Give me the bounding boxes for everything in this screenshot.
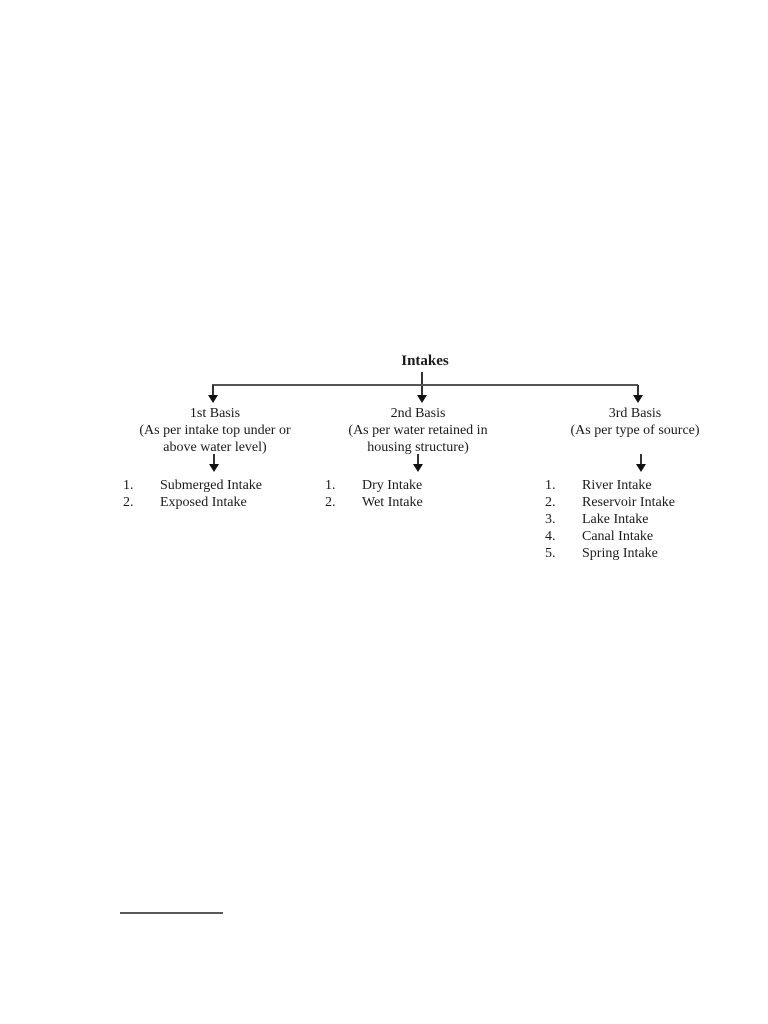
branch-desc-line: housing structure): [367, 440, 469, 455]
list-item: 1. Submerged Intake: [123, 477, 262, 494]
list-item-label: Canal Intake: [582, 529, 654, 544]
branch-desc-line: (As per water retained in: [348, 423, 488, 438]
branch3-drop-line: [637, 385, 639, 396]
list-item-number: 1.: [545, 478, 556, 493]
list-item: 2. Exposed Intake: [123, 494, 262, 511]
branch-name: 1st Basis: [189, 406, 241, 421]
branch1-list-connector-line: [213, 454, 215, 465]
branch-3rd-basis-list: 1. River Intake 2. Reservoir Intake 3. L…: [545, 477, 675, 562]
arrow-down-icon: [412, 464, 423, 472]
arrow-down-icon: [633, 395, 643, 403]
branch-1st-basis-header: 1st Basis (As per intake top under or ab…: [114, 405, 316, 456]
list-item-label: Lake Intake: [582, 512, 649, 527]
branch-name: 3rd Basis: [608, 406, 662, 421]
list-item: 1. River Intake: [545, 477, 675, 494]
list-item: 2. Wet Intake: [325, 494, 423, 511]
branch-desc-line: (As per type of source): [570, 423, 700, 438]
list-item-label: Dry Intake: [362, 478, 423, 493]
branch-desc-line: above water level): [163, 440, 267, 455]
branch-1st-basis-list: 1. Submerged Intake 2. Exposed Intake: [123, 477, 262, 511]
branch-2nd-basis-list: 1. Dry Intake 2. Wet Intake: [325, 477, 423, 511]
list-item-number: 1.: [325, 478, 336, 493]
arrow-down-icon: [207, 395, 218, 403]
list-item-number: 2.: [545, 495, 556, 510]
list-item: 2. Reservoir Intake: [545, 494, 675, 511]
list-item: 4. Canal Intake: [545, 528, 675, 545]
list-item: 5. Spring Intake: [545, 545, 675, 562]
arrow-down-icon: [635, 464, 646, 472]
list-item-label: Spring Intake: [582, 546, 658, 561]
branch-2nd-basis-header: 2nd Basis (As per water retained in hous…: [317, 405, 519, 456]
list-item-label: Exposed Intake: [160, 495, 247, 510]
list-item-number: 2.: [123, 495, 134, 510]
list-item: 1. Dry Intake: [325, 477, 423, 494]
branch-desc-line: (As per intake top under or: [139, 423, 291, 438]
list-item: 3. Lake Intake: [545, 511, 675, 528]
list-item-number: 3.: [545, 512, 556, 527]
list-item-number: 4.: [545, 529, 556, 544]
branch-3rd-basis-header: 3rd Basis (As per type of source): [534, 405, 736, 439]
arrow-down-icon: [416, 395, 427, 403]
list-item-number: 1.: [123, 478, 134, 493]
branch1-drop-line: [212, 385, 214, 396]
arrow-down-icon: [208, 464, 219, 472]
branch-horizontal-line: [212, 384, 638, 386]
list-item-label: Submerged Intake: [160, 478, 262, 493]
branch3-list-connector-line: [640, 454, 642, 465]
footnote-separator-line: [120, 912, 223, 914]
list-item-label: Reservoir Intake: [582, 495, 675, 510]
branch-name: 2nd Basis: [390, 406, 446, 421]
list-item-label: Wet Intake: [362, 495, 423, 510]
branch2-list-connector-line: [417, 454, 419, 465]
diagram-root-label: Intakes: [401, 353, 449, 369]
list-item-number: 5.: [545, 546, 556, 561]
list-item-label: River Intake: [582, 478, 652, 493]
list-item-number: 2.: [325, 495, 336, 510]
